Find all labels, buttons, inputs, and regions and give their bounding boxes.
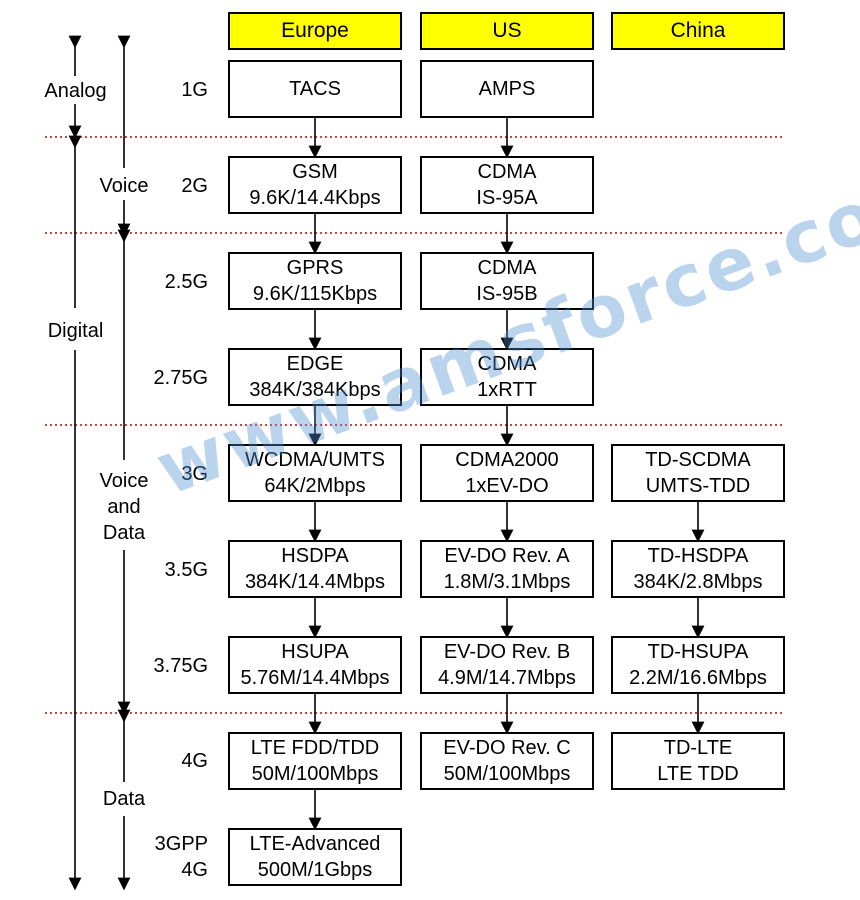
gen-1g: 1G	[181, 79, 208, 101]
gen-2g: 2G	[181, 175, 208, 197]
box-td-lte-name: TD-LTE	[663, 737, 733, 759]
label-digital: Digital	[38, 318, 113, 344]
box-hsdpa-rate: 384K/14.4Mbps	[244, 571, 386, 593]
box-1xrtt: CDMA 1xRTT	[420, 348, 594, 406]
box-td-scdma-name: TD-SCDMA	[645, 449, 751, 471]
box-td-lte: TD-LTE LTE TDD	[611, 732, 785, 790]
box-evdo-rev-b-rate: 4.9M/14.7Mbps	[438, 667, 576, 689]
gen-2-75g: 2.75G	[153, 367, 208, 389]
gen-3-5g: 3.5G	[164, 559, 208, 581]
box-is95a: CDMA IS-95A	[420, 156, 594, 214]
box-cdma2000: CDMA2000 1xEV-DO	[420, 444, 594, 502]
label-voice-and-data: Voice and Data	[92, 468, 156, 546]
box-is95b: CDMA IS-95B	[420, 252, 594, 310]
gen-4g: 4G	[181, 750, 208, 772]
box-evdo-rev-b: EV-DO Rev. B 4.9M/14.7Mbps	[420, 636, 594, 694]
box-amps: AMPS	[420, 60, 594, 118]
box-tacs-name: TACS	[289, 78, 341, 100]
box-td-hsupa: TD-HSUPA 2.2M/16.6Mbps	[611, 636, 785, 694]
box-wcdma-rate: 64K/2Mbps	[264, 475, 366, 497]
label-analog: Analog	[44, 80, 107, 102]
label-voice-and-data-line1: Voice	[99, 470, 149, 492]
gen-3gpp-line1: 3GPP	[154, 833, 208, 855]
box-evdo-rev-a-name: EV-DO Rev. A	[444, 545, 570, 567]
gen-3gpp-line2: 4G	[181, 859, 208, 881]
box-1xrtt-rate: 1xRTT	[477, 379, 537, 401]
box-td-hsupa-name: TD-HSUPA	[647, 641, 749, 663]
label-voice-and-data-line3: Data	[102, 522, 146, 544]
box-is95a-name: CDMA	[477, 161, 537, 183]
box-lte-fdd-tdd-name: LTE FDD/TDD	[250, 737, 380, 759]
box-td-scdma: TD-SCDMA UMTS-TDD	[611, 444, 785, 502]
box-evdo-rev-c: EV-DO Rev. C 50M/100Mbps	[420, 732, 594, 790]
box-evdo-rev-b-name: EV-DO Rev. B	[443, 641, 571, 663]
box-gprs-name: GPRS	[286, 257, 344, 279]
box-lte-fdd-tdd-rate: 50M/100Mbps	[251, 763, 379, 785]
box-lte-advanced: LTE-Advanced 500M/1Gbps	[228, 828, 402, 886]
label-data: Data	[92, 786, 156, 812]
gen-3-75g: 3.75G	[153, 655, 208, 677]
box-1xrtt-name: CDMA	[477, 353, 537, 375]
box-lte-fdd-tdd: LTE FDD/TDD 50M/100Mbps	[228, 732, 402, 790]
box-gsm-name: GSM	[292, 161, 338, 183]
box-hsupa-rate: 5.76M/14.4Mbps	[240, 667, 390, 689]
box-hsdpa-name: HSDPA	[281, 545, 349, 567]
box-is95b-name: CDMA	[477, 257, 537, 279]
box-td-scdma-rate: UMTS-TDD	[645, 475, 751, 497]
box-lte-advanced-rate: 500M/1Gbps	[257, 859, 373, 881]
box-wcdma-name: WCDMA/UMTS	[245, 449, 385, 471]
box-edge-name: EDGE	[286, 353, 344, 375]
box-td-hsdpa-rate: 384K/2.8Mbps	[633, 571, 763, 593]
box-tacs: TACS	[228, 60, 402, 118]
gen-2-5g: 2.5G	[164, 271, 208, 293]
box-edge-rate: 384K/384Kbps	[249, 379, 381, 401]
box-gprs: GPRS 9.6K/115Kbps	[228, 252, 402, 310]
label-voice: Voice	[92, 173, 156, 199]
header-europe: Europe	[228, 12, 402, 50]
box-evdo-rev-c-name: EV-DO Rev. C	[443, 737, 571, 759]
box-gsm-rate: 9.6K/14.4Kbps	[249, 187, 381, 209]
box-hsupa: HSUPA 5.76M/14.4Mbps	[228, 636, 402, 694]
box-evdo-rev-a-rate: 1.8M/3.1Mbps	[443, 571, 571, 593]
box-is95b-rate: IS-95B	[476, 283, 538, 305]
box-hsupa-name: HSUPA	[281, 641, 349, 663]
gen-3gpp-4g: 3GPP 4G	[118, 831, 208, 883]
header-china: China	[611, 12, 785, 50]
box-gsm: GSM 9.6K/14.4Kbps	[228, 156, 402, 214]
gen-3g: 3G	[181, 463, 208, 485]
box-connectors	[308, 118, 705, 831]
box-evdo-rev-a: EV-DO Rev. A 1.8M/3.1Mbps	[420, 540, 594, 598]
box-td-hsdpa: TD-HSDPA 384K/2.8Mbps	[611, 540, 785, 598]
box-evdo-rev-c-rate: 50M/100Mbps	[443, 763, 571, 785]
box-is95a-rate: IS-95A	[476, 187, 538, 209]
box-gprs-rate: 9.6K/115Kbps	[252, 283, 378, 305]
box-wcdma: WCDMA/UMTS 64K/2Mbps	[228, 444, 402, 502]
box-td-hsdpa-name: TD-HSDPA	[647, 545, 749, 567]
box-cdma2000-name: CDMA2000	[455, 449, 559, 471]
label-voice-and-data-line2: and	[107, 496, 141, 518]
box-edge: EDGE 384K/384Kbps	[228, 348, 402, 406]
box-hsdpa: HSDPA 384K/14.4Mbps	[228, 540, 402, 598]
box-td-lte-rate: LTE TDD	[657, 763, 739, 785]
header-us: US	[420, 12, 594, 50]
box-amps-name: AMPS	[478, 78, 536, 100]
era-dividers	[45, 136, 785, 714]
box-lte-advanced-name: LTE-Advanced	[249, 833, 381, 855]
box-td-hsupa-rate: 2.2M/16.6Mbps	[629, 667, 767, 689]
box-cdma2000-rate: 1xEV-DO	[465, 475, 549, 497]
